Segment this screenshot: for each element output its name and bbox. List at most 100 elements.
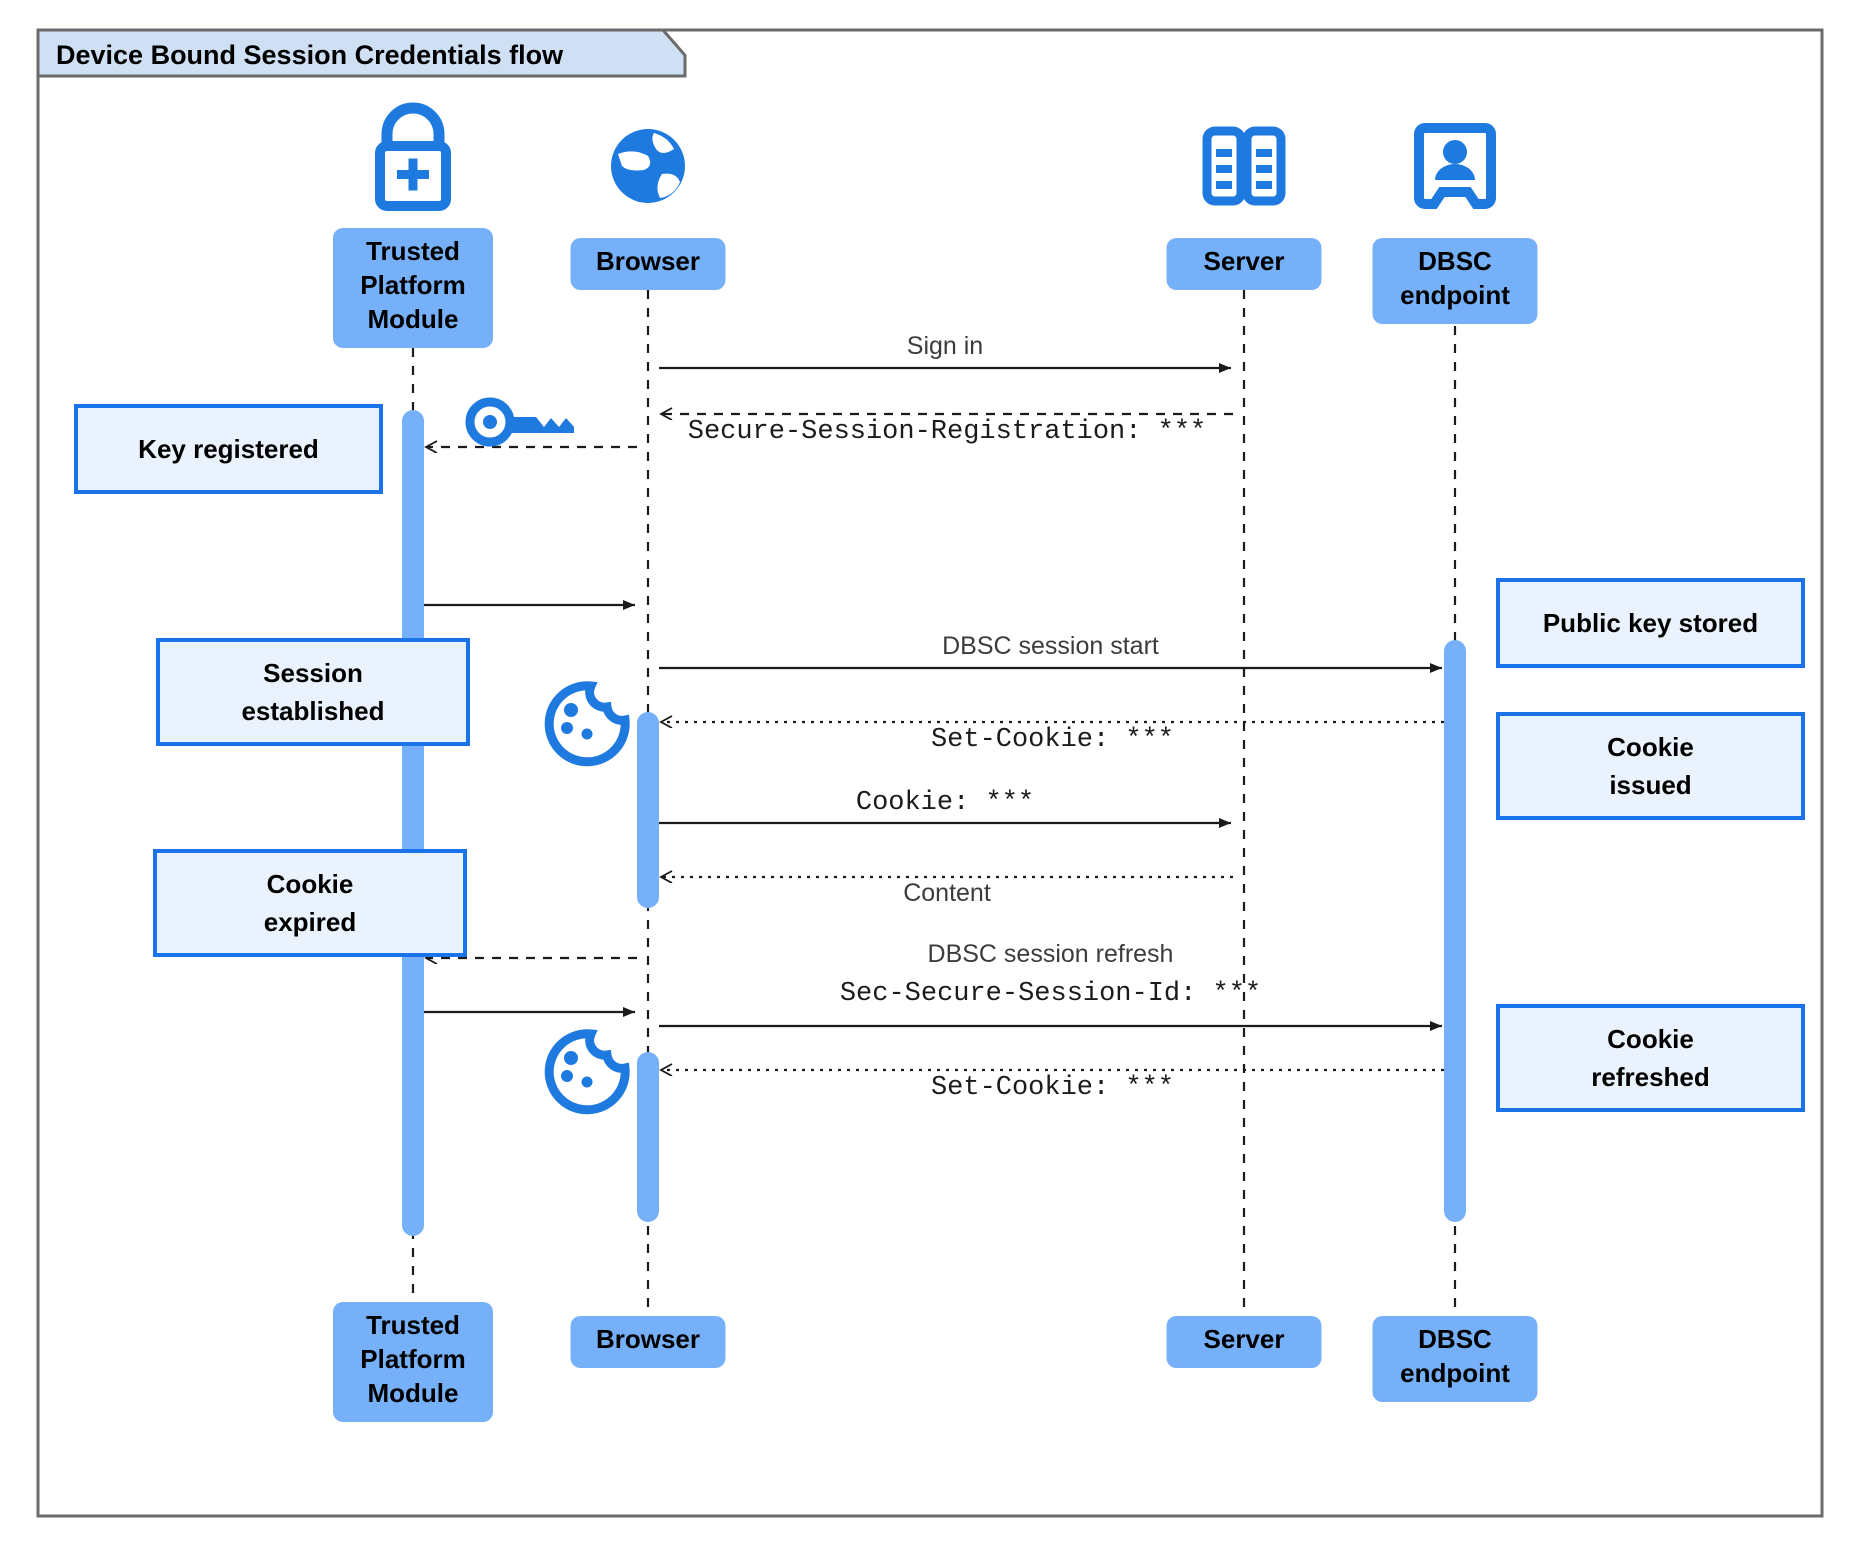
cookie-chip-0 bbox=[564, 703, 578, 717]
note-box bbox=[153, 849, 467, 957]
participant-label: Server bbox=[1204, 1324, 1285, 1354]
participant-box[interactable] bbox=[333, 1302, 493, 1422]
note-label: Cookie bbox=[1607, 732, 1694, 762]
message-label: Cookie: *** bbox=[856, 788, 1034, 818]
plus-v bbox=[408, 158, 418, 191]
note-box bbox=[1496, 578, 1805, 668]
globe-land-a bbox=[618, 151, 651, 171]
cookie-chip-0 bbox=[564, 1051, 578, 1065]
messages: Sign in Secure-Session-Registration: *** D… bbox=[424, 332, 1444, 1103]
activation-a-dbsc bbox=[1444, 640, 1466, 1222]
cookie-icon bbox=[544, 1029, 630, 1115]
participant-box[interactable] bbox=[1372, 1316, 1538, 1402]
message-m12: Set-Cookie: *** bbox=[661, 1070, 1444, 1103]
globe-land-b bbox=[652, 133, 674, 153]
frame-outline bbox=[36, 28, 1824, 1518]
activation-bars bbox=[402, 410, 1466, 1236]
participant-label: Browser bbox=[596, 246, 700, 276]
participant-browser-bottom[interactable]: Browser bbox=[570, 1316, 726, 1368]
note-label: Session bbox=[263, 658, 363, 688]
participant-label: Trusted bbox=[366, 1310, 460, 1340]
message-m6: Set-Cookie: *** bbox=[661, 722, 1444, 755]
server-led-0-0 bbox=[1216, 149, 1232, 157]
message-label: Content bbox=[903, 879, 991, 907]
server-led-1-0 bbox=[1256, 149, 1272, 157]
note-label: expired bbox=[264, 907, 357, 937]
participant-label: endpoint bbox=[1400, 280, 1510, 310]
participant-label: Module bbox=[368, 1378, 459, 1408]
note-n4: Public key stored bbox=[1496, 578, 1805, 668]
note-label: Key registered bbox=[138, 434, 319, 464]
cookie-body bbox=[544, 1029, 630, 1115]
participant-label: Browser bbox=[596, 1324, 700, 1354]
note-n1: Key registered bbox=[74, 404, 383, 494]
key-icon bbox=[465, 397, 574, 447]
note-box bbox=[1496, 712, 1805, 820]
note-label: Cookie bbox=[1607, 1024, 1694, 1054]
message-m2: Secure-Session-Registration: *** bbox=[661, 414, 1233, 447]
message-label: Sec-Secure-Session-Id: *** bbox=[840, 979, 1261, 1009]
participant-label: Module bbox=[368, 304, 459, 334]
cookie-chip-1 bbox=[561, 1070, 573, 1082]
cookie-chip-2 bbox=[581, 728, 593, 740]
message-m8: Content bbox=[661, 877, 1233, 907]
participant-box[interactable] bbox=[333, 228, 493, 348]
participant-dbsc-top[interactable]: DBSC endpoint bbox=[1372, 123, 1538, 324]
participant-label: DBSC bbox=[1418, 246, 1492, 276]
lock-shackle bbox=[381, 102, 445, 148]
participant-browser-top[interactable]: Browser bbox=[570, 129, 726, 290]
server-led-1-1 bbox=[1256, 165, 1272, 173]
participant-box[interactable] bbox=[1372, 238, 1538, 324]
cookie-icon bbox=[544, 681, 630, 767]
note-n3: Cookie expired bbox=[153, 849, 467, 957]
participant-label: DBSC bbox=[1418, 1324, 1492, 1354]
cookie-chip-2 bbox=[581, 1076, 593, 1088]
participant-box[interactable] bbox=[570, 1316, 726, 1368]
message-label: DBSC session refresh bbox=[928, 940, 1174, 968]
note-label: Cookie bbox=[267, 869, 354, 899]
activation-a-browser-2 bbox=[637, 1052, 659, 1222]
frame-border: Device Bound Session Credentials flow bbox=[36, 28, 1824, 1518]
participant-server-top[interactable]: Server bbox=[1166, 126, 1322, 290]
lock-plus-icon bbox=[375, 102, 451, 211]
frame-title-tab bbox=[36, 28, 687, 78]
message-m7: Cookie: *** bbox=[659, 788, 1231, 828]
key-blade bbox=[510, 417, 574, 433]
badge-head bbox=[1443, 140, 1467, 164]
participant-server-bottom[interactable]: Server bbox=[1166, 1316, 1322, 1368]
message-m1: Sign in bbox=[659, 332, 1231, 373]
globe-land-c bbox=[657, 173, 680, 198]
note-label: issued bbox=[1609, 770, 1691, 800]
server-led-1-2 bbox=[1256, 181, 1272, 189]
participant-box[interactable] bbox=[1166, 238, 1322, 290]
participant-box[interactable] bbox=[1166, 1316, 1322, 1368]
note-label: Public key stored bbox=[1543, 608, 1758, 638]
participant-dbsc-bottom[interactable]: DBSC endpoint bbox=[1372, 1316, 1538, 1402]
server-led-0-2 bbox=[1216, 181, 1232, 189]
participant-label: Server bbox=[1204, 246, 1285, 276]
participant-label: Trusted bbox=[366, 236, 460, 266]
message-label: DBSC session start bbox=[942, 632, 1159, 660]
message-label: Secure-Session-Registration: *** bbox=[688, 417, 1206, 447]
server-rack-icon bbox=[1202, 126, 1286, 206]
cookie-chip-1 bbox=[561, 722, 573, 734]
note-label: refreshed bbox=[1591, 1062, 1710, 1092]
participant-label: endpoint bbox=[1400, 1358, 1510, 1388]
message-m5: DBSC session start bbox=[659, 632, 1442, 673]
message-label: Set-Cookie: *** bbox=[931, 1073, 1174, 1103]
globe-icon bbox=[611, 129, 685, 203]
server-led-0-1 bbox=[1216, 165, 1232, 173]
activation-a-browser-1 bbox=[637, 712, 659, 908]
frame-title-label: Device Bound Session Credentials flow bbox=[56, 40, 564, 70]
participant-box[interactable] bbox=[570, 238, 726, 290]
message-m11: DBSC session refreshSec-Secure-Session-I… bbox=[659, 940, 1442, 1031]
participant-label: Platform bbox=[360, 1344, 465, 1374]
key-bow-hole bbox=[483, 415, 497, 429]
decor-icons bbox=[465, 397, 630, 1115]
